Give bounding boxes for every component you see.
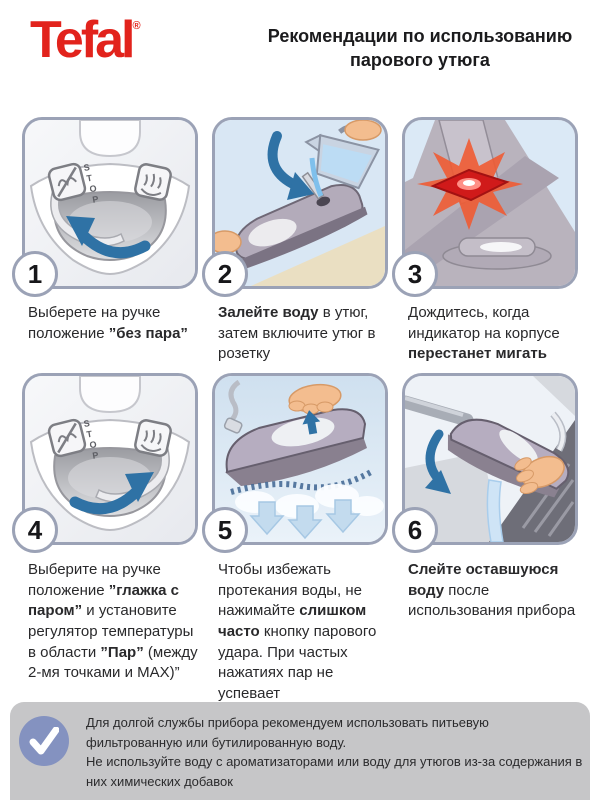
steam-button-arrow-icon bbox=[302, 410, 321, 435]
blinking-indicator-icon bbox=[405, 120, 575, 286]
tilt-down-arrow-icon bbox=[425, 429, 451, 494]
step-6-text: Слейте оставшуюся воду после использован… bbox=[408, 561, 576, 620]
svg-text:S: S bbox=[83, 162, 91, 173]
svg-text:P: P bbox=[92, 450, 100, 461]
step-card-5: 5 bbox=[202, 373, 388, 553]
red-glow-icon bbox=[417, 138, 523, 230]
rotate-right-arrow-icon bbox=[69, 472, 154, 515]
faucet-icon bbox=[405, 395, 474, 427]
footer-line-2: Не используйте воду с ароматизаторами ил… bbox=[86, 754, 583, 789]
steam-on-badge-icon bbox=[134, 163, 172, 201]
step-4-text: Выберите на ручке положение ”глажка с па… bbox=[28, 561, 198, 682]
step-6-illustration bbox=[402, 373, 578, 545]
step-number-badge: 1 bbox=[12, 251, 58, 297]
fill-water-icon bbox=[215, 120, 385, 286]
step-1-text: Выберете на ручке положение ”без пара” bbox=[28, 304, 188, 342]
step-number-badge: 4 bbox=[12, 507, 58, 553]
steam-off-badge-icon bbox=[47, 162, 87, 202]
registered-mark: ® bbox=[132, 20, 141, 32]
footer-note: Для долгой службы прибора рекомендуем ис… bbox=[10, 702, 590, 800]
svg-text:O: O bbox=[89, 439, 98, 450]
step-2-text: Залейте воду в утюг, затем включите утюг… bbox=[218, 304, 376, 363]
page-title: Рекомендации по использованию парового у… bbox=[267, 26, 573, 71]
footer-advice-text: Для долгой службы прибора рекомендуем ис… bbox=[86, 713, 586, 791]
step-card-3: 3 bbox=[392, 117, 578, 297]
svg-text:T: T bbox=[86, 429, 94, 440]
step-3-illustration bbox=[402, 117, 578, 289]
step-number-badge: 5 bbox=[202, 507, 248, 553]
svg-text:P: P bbox=[92, 194, 100, 205]
tefal-logo: Tefal® bbox=[30, 11, 141, 69]
step-5-illustration bbox=[212, 373, 388, 545]
svg-text:S: S bbox=[83, 418, 91, 429]
svg-text:O: O bbox=[89, 183, 98, 194]
step-3-text: Дождитесь, когда индикатор на корпусе пе… bbox=[408, 304, 560, 363]
step-card-2: 2 bbox=[202, 117, 388, 297]
steam-on-badge-icon bbox=[134, 419, 172, 457]
rotate-left-arrow-icon bbox=[66, 216, 151, 259]
steam-off-badge-icon bbox=[47, 418, 87, 458]
hand-icon bbox=[514, 455, 565, 495]
step-number-badge: 6 bbox=[392, 507, 438, 553]
footer-line-1: Для долгой службы прибора рекомендуем ис… bbox=[86, 715, 489, 750]
svg-text:T: T bbox=[86, 173, 94, 184]
step-number-badge: 3 bbox=[392, 251, 438, 297]
step-number-badge: 2 bbox=[202, 251, 248, 297]
water-jug-icon bbox=[304, 124, 380, 190]
step-card-6: 6 bbox=[392, 373, 578, 553]
hand-icon bbox=[288, 383, 342, 415]
step-2-illustration bbox=[212, 117, 388, 289]
steam-down-arrows-icon bbox=[249, 499, 361, 540]
checkmark-icon bbox=[19, 716, 69, 766]
pour-arrow-icon bbox=[267, 131, 314, 200]
steam-burst-icon bbox=[215, 376, 385, 542]
